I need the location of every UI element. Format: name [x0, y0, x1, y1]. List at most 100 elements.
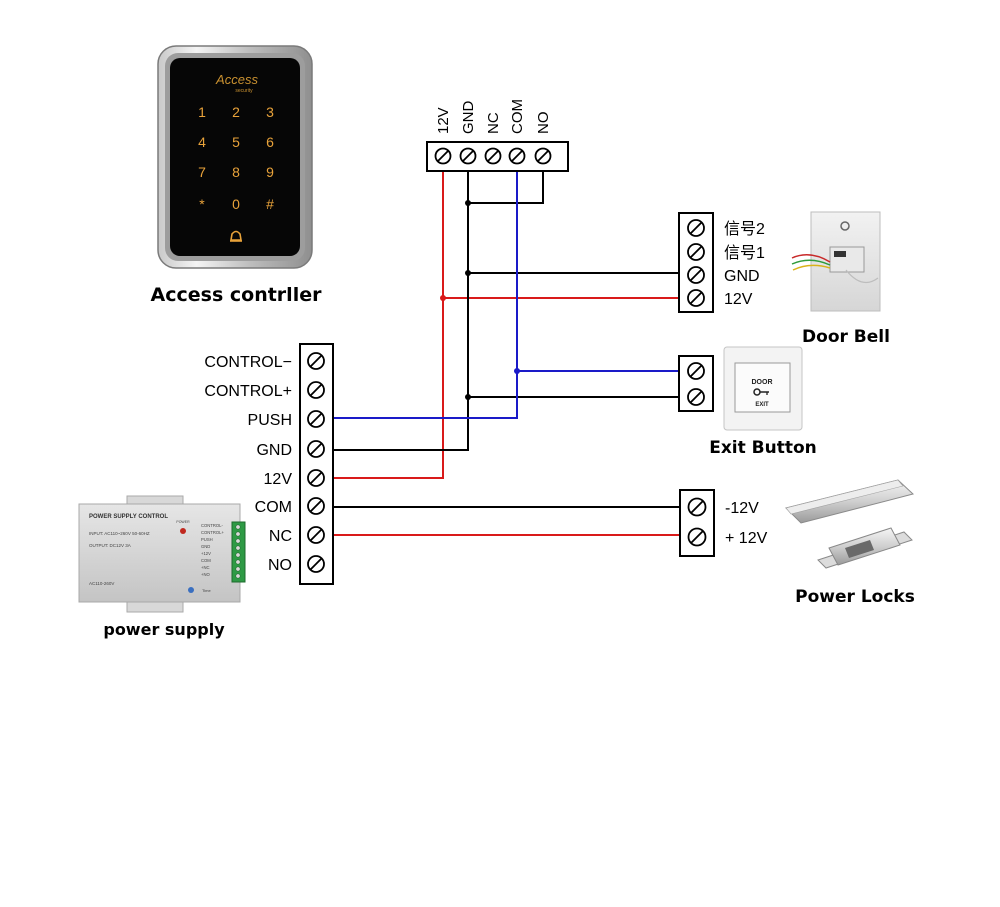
main-terminal-label: CONTROL− — [204, 354, 292, 371]
wire-gnd-controller — [329, 156, 469, 451]
terminal-screw — [508, 147, 526, 165]
lock-terminal-block: -12V+ 12V — [679, 489, 768, 557]
keypad-key[interactable]: 1 — [198, 104, 206, 120]
controller-logo: Access — [215, 72, 258, 87]
doorbell-wire-green — [791, 259, 831, 266]
terminal-screw — [307, 469, 325, 487]
exit-face[interactable] — [734, 362, 791, 413]
keypad-key[interactable]: 8 — [232, 164, 240, 180]
psu-rating: AC110-260V — [89, 581, 114, 586]
power-locks-device — [785, 479, 915, 569]
strike-keeper — [845, 540, 874, 558]
doorbell-chip — [834, 251, 846, 257]
doorbell-terminal-label: 信号2 — [724, 220, 765, 238]
terminal-screw — [484, 147, 502, 165]
terminal-screw — [687, 219, 705, 237]
top-terminal-block: 12V GND NC COM NO — [426, 99, 569, 172]
door-bell-device — [791, 211, 881, 312]
psu-terminal-strip — [231, 521, 246, 583]
psu-side-label: GND — [201, 544, 210, 549]
main-terminal-label: COM — [255, 499, 292, 516]
terminal-screw — [687, 243, 705, 261]
wires — [329, 156, 681, 536]
psu-terminal-screw — [235, 559, 241, 565]
doorbell-board — [829, 246, 865, 273]
top-terminal-label: NO — [535, 112, 552, 135]
terminal-screw — [307, 497, 325, 515]
psu-side-label: CONTROL- — [201, 523, 223, 528]
top-terminal-label: GND — [460, 101, 477, 135]
terminal-screw — [687, 289, 705, 307]
keypad-key[interactable]: # — [266, 196, 274, 212]
doorbell-terminal-label: GND — [724, 268, 760, 285]
doorbell-wire-white — [845, 269, 879, 284]
keypad-key[interactable]: 5 — [232, 134, 240, 150]
psu-side-label: +12V — [201, 551, 211, 556]
psu-time-label: Time — [202, 588, 212, 593]
psu-power-label: POWER — [176, 520, 190, 524]
psu-output: OUTPUT: DC12V 3A — [89, 543, 131, 548]
terminal-screw — [307, 352, 325, 370]
psu-body — [78, 503, 241, 603]
psu-terminal-screw — [235, 552, 241, 558]
main-terminal-label: NC — [269, 528, 292, 545]
psu-terminal-screw — [235, 531, 241, 537]
psu-terminal-screw — [235, 524, 241, 530]
psu-side-label: +NO — [201, 572, 210, 577]
top-terminal-label: COM — [509, 99, 526, 134]
top-terminal-label: 12V — [435, 107, 452, 134]
top-terminal-label: NC — [485, 112, 502, 134]
controller-glass — [170, 58, 300, 256]
psu-input: INPUT: AC110~260V 50-60HZ — [89, 531, 150, 536]
key-icon — [753, 388, 769, 396]
terminal-screw — [434, 147, 452, 165]
terminal-screw — [687, 266, 705, 284]
terminal-screw — [307, 410, 325, 428]
junction-dot — [465, 394, 471, 400]
exit-terminal-block — [678, 355, 714, 412]
access-controller-caption: Access contrller — [151, 284, 323, 306]
keypad-key[interactable]: * — [199, 196, 205, 212]
terminal-screw — [687, 527, 707, 547]
doorbell-terminal-label: 12V — [724, 291, 753, 308]
keypad-key[interactable]: 2 — [232, 104, 240, 120]
psu-terminal-screw — [235, 545, 241, 551]
doorbell-screw-hole — [840, 221, 850, 231]
terminal-screw — [307, 381, 325, 399]
keypad-key[interactable]: 7 — [198, 164, 206, 180]
terminal-screw — [307, 526, 325, 544]
power-supply-device: POWER SUPPLY CONTROL INPUT: AC110~260V 5… — [78, 495, 246, 613]
wire-12v-controller — [329, 156, 444, 479]
junction-dot — [465, 200, 471, 206]
doorbell-wire-red — [791, 254, 831, 263]
main-terminal-body — [299, 343, 334, 585]
terminal-screw — [687, 362, 705, 380]
keypad-key[interactable]: 9 — [266, 164, 274, 180]
junction-dot — [440, 295, 446, 301]
terminal-screw — [459, 147, 477, 165]
psu-time-knob[interactable] — [188, 587, 194, 593]
psu-terminal-screw — [235, 566, 241, 572]
psu-terminal-screw — [235, 573, 241, 579]
keypad-key[interactable]: 0 — [232, 196, 240, 212]
power-locks-caption: Power Locks — [795, 587, 915, 607]
bell-icon[interactable] — [230, 230, 242, 242]
keypad-key[interactable]: 6 — [266, 134, 274, 150]
keypad-key[interactable]: 4 — [198, 134, 206, 150]
exit-button-device[interactable]: DOOR EXIT — [723, 346, 803, 431]
main-terminal-label: NO — [268, 557, 292, 574]
psu-title: POWER SUPPLY CONTROL — [89, 514, 168, 520]
psu-terminal-screw — [235, 538, 241, 544]
psu-power-led — [180, 528, 186, 534]
lock-terminal-label: + 12V — [725, 530, 768, 547]
exit-face-top: DOOR — [752, 379, 773, 386]
terminal-screw — [687, 388, 705, 406]
main-terminal-label: PUSH — [248, 412, 292, 429]
keypad-key[interactable]: 3 — [266, 104, 274, 120]
terminal-screw — [307, 555, 325, 573]
terminal-screw — [307, 440, 325, 458]
maglock-top — [785, 479, 904, 515]
junction-dot — [465, 270, 471, 276]
